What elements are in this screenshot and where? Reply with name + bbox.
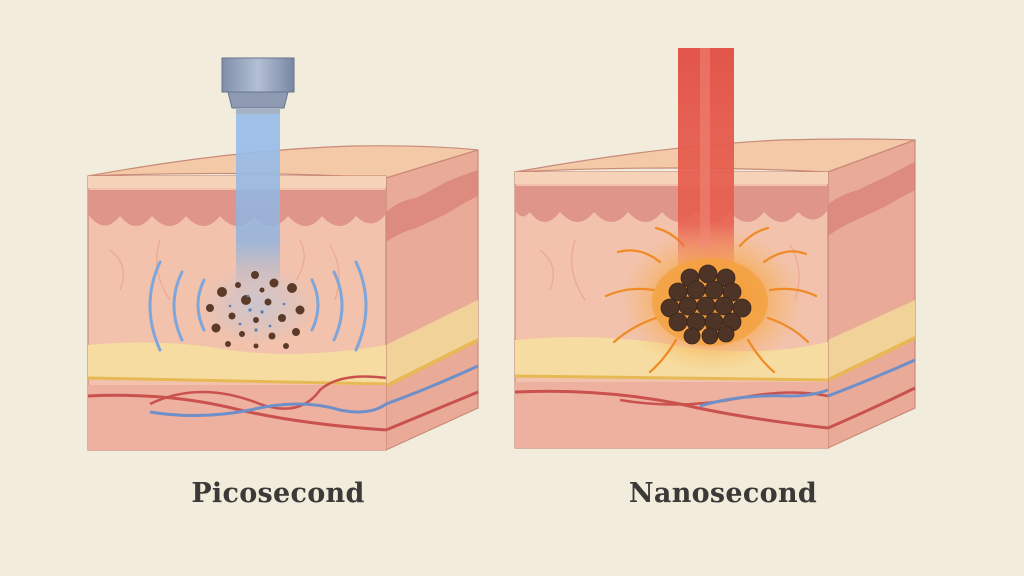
pigment-cluster — [652, 258, 768, 346]
fragmented-pigment-particles — [206, 271, 305, 349]
picosecond-laser-beam — [236, 114, 280, 294]
acoustic-shockwaves — [148, 260, 368, 352]
fat-layer — [88, 342, 386, 384]
blood-vessel-blue — [149, 402, 387, 418]
picosecond-label: Picosecond — [191, 478, 365, 509]
blood-vessel-red — [87, 393, 387, 432]
skin-top-surface — [87, 145, 479, 179]
nanosecond-label: Nanosecond — [628, 478, 818, 509]
picosecond-laser-handpiece — [221, 57, 295, 114]
